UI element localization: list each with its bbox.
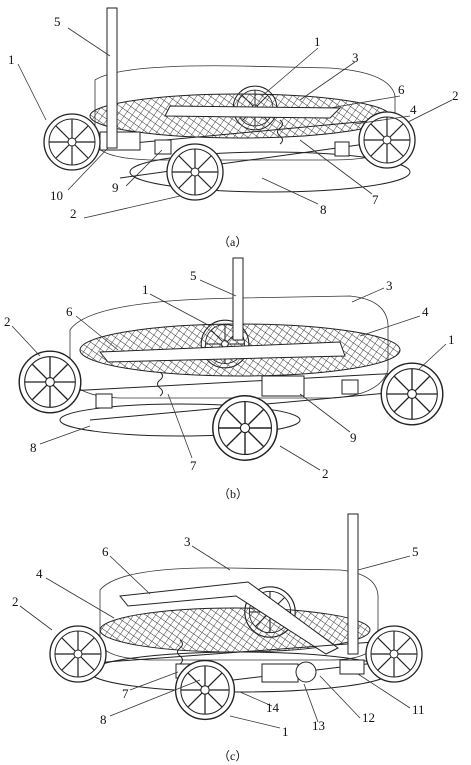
blade xyxy=(164,105,342,119)
label-8: 8 xyxy=(100,712,107,727)
label-13: 13 xyxy=(312,718,325,733)
label-4: 4 xyxy=(410,102,417,117)
label-4: 4 xyxy=(36,566,43,581)
label-9: 9 xyxy=(350,430,357,445)
label-12: 12 xyxy=(362,710,375,725)
leader-lines xyxy=(17,27,453,219)
wheel-left xyxy=(18,350,82,414)
shell xyxy=(94,65,396,161)
label-4: 4 xyxy=(422,304,429,319)
wheel-front xyxy=(166,143,224,201)
mast xyxy=(232,257,244,341)
caption-c: （c） xyxy=(218,749,247,763)
label-6: 6 xyxy=(66,304,73,319)
label-7: 7 xyxy=(372,192,379,207)
label-5: 5 xyxy=(190,268,197,283)
label-1: 1 xyxy=(142,282,149,297)
leader-lines xyxy=(19,545,411,729)
label-1b: 1 xyxy=(8,52,15,67)
panel-b: 5 3 1 6 4 2 1 8 7 9 2 （b） xyxy=(4,257,455,501)
label-2b: 2 xyxy=(70,206,77,221)
leader-lines xyxy=(11,279,447,471)
panel-a: 5 1 3 6 4 1 2 10 9 7 8 2 （a） xyxy=(8,7,459,249)
label-7: 7 xyxy=(190,458,197,473)
label-6: 6 xyxy=(398,82,405,97)
label-1b: 1 xyxy=(448,332,455,347)
wheel-right xyxy=(358,111,416,169)
blade xyxy=(119,581,339,655)
label-3: 3 xyxy=(386,278,393,293)
wheel-front xyxy=(212,395,278,461)
mast xyxy=(347,513,359,655)
label-8: 8 xyxy=(30,440,37,455)
label-5: 5 xyxy=(412,544,419,559)
wheel-left xyxy=(43,113,101,171)
label-2: 2 xyxy=(12,594,19,609)
label-2: 2 xyxy=(4,314,11,329)
shell xyxy=(99,567,379,661)
label-8: 8 xyxy=(320,202,327,217)
caption-a: （a） xyxy=(218,235,247,249)
gear xyxy=(295,661,317,683)
label-2: 2 xyxy=(452,88,459,103)
bearing-block xyxy=(154,139,172,155)
label-11: 11 xyxy=(412,702,425,717)
label-3: 3 xyxy=(184,534,191,549)
wheel-right xyxy=(380,362,444,426)
label-6: 6 xyxy=(102,544,109,559)
panel-c: 3 5 6 4 2 7 8 14 13 12 11 1 （c） xyxy=(12,513,425,763)
label-7: 7 xyxy=(122,686,129,701)
label-3: 3 xyxy=(352,50,359,65)
motor xyxy=(261,375,305,397)
bearing-block xyxy=(334,141,350,157)
wheel-front xyxy=(174,659,236,721)
label-5: 5 xyxy=(54,14,61,29)
bearing-block xyxy=(339,659,365,675)
motor xyxy=(99,131,141,151)
bearing-block xyxy=(341,379,359,395)
blade xyxy=(98,341,346,363)
wheel-left xyxy=(49,625,107,683)
label-2b: 2 xyxy=(322,466,329,481)
spring xyxy=(177,639,183,665)
label-1: 1 xyxy=(314,34,321,49)
label-10: 10 xyxy=(50,188,63,203)
spring xyxy=(277,119,283,145)
mast xyxy=(106,7,118,149)
bearing-block xyxy=(95,393,113,409)
label-1: 1 xyxy=(282,724,289,739)
motor xyxy=(261,663,299,683)
label-14: 14 xyxy=(266,700,280,715)
wheel-right xyxy=(365,625,423,683)
caption-b: （b） xyxy=(218,487,248,501)
spring xyxy=(157,371,163,397)
label-9: 9 xyxy=(112,180,119,195)
